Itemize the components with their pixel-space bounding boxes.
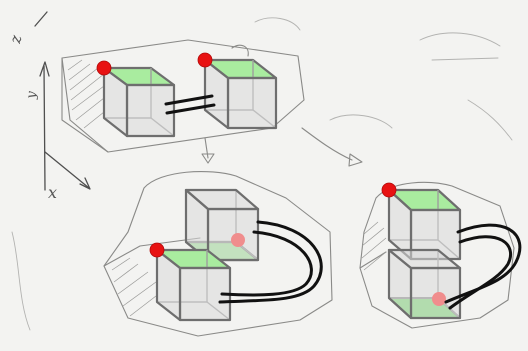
- bottom-left-double-link: [218, 220, 323, 304]
- z-axis-label: z: [6, 34, 25, 46]
- bottom-right-hatching: [361, 221, 387, 271]
- top-platform-outline: [61, 39, 305, 153]
- cube-c-upper: [184, 188, 260, 262]
- y-axis-label: y: [24, 90, 40, 100]
- cube-f-top-face: [387, 248, 462, 270]
- coordinate-axes: z y x: [6, 11, 91, 202]
- bottom-left-platform-outline: [103, 170, 333, 337]
- cube-b: [197, 52, 278, 130]
- cube-b-side-face: [203, 58, 230, 130]
- cube-d-corner-marker: [149, 242, 165, 258]
- cube-b-corner-marker: [197, 52, 213, 68]
- top-scene: [61, 39, 305, 153]
- cube-c-top-face: [184, 188, 260, 211]
- y-axis-line: [43, 65, 46, 191]
- background-scribbles: [11, 17, 513, 331]
- bottom-left-scene: [103, 170, 333, 337]
- top-platform-edge: [61, 57, 109, 153]
- cube-d-side-face: [155, 248, 182, 322]
- top-double-link: [164, 94, 216, 115]
- arrow-right-stem: [301, 127, 353, 161]
- bottom-right-scene: [359, 181, 522, 329]
- x-axis-label: x: [48, 183, 57, 202]
- arrow-down-head: [201, 153, 215, 164]
- top-platform-hatching: [67, 59, 105, 129]
- cube-a-side-face: [102, 66, 129, 138]
- x-axis-arrowhead: [79, 177, 91, 190]
- transition-arrows: [201, 127, 363, 167]
- bottom-right-platform-edge: [359, 251, 387, 269]
- top-scribble-arc: [231, 44, 249, 57]
- x-axis-line: [44, 151, 90, 189]
- cube-c-hidden-corner-marker: [231, 233, 245, 247]
- cube-d-lower: [149, 242, 232, 322]
- cube-f-hidden-corner-marker: [432, 292, 446, 306]
- cube-a-corner-marker: [96, 60, 112, 76]
- bottom-left-platform-edge: [103, 237, 201, 267]
- cube-f-bottom: [387, 248, 462, 320]
- bottom-left-hatching: [111, 257, 157, 317]
- cube-a-front-face: [125, 83, 176, 138]
- cube-a: [96, 60, 176, 138]
- z-axis-tick: [34, 11, 48, 27]
- cube-b-front-face: [226, 76, 278, 130]
- arrow-down-stem: [204, 137, 209, 159]
- y-axis-arrowhead: [39, 61, 50, 77]
- cube-e-corner-marker: [381, 182, 397, 198]
- cube-c-front-face: [206, 207, 260, 262]
- cube-e-top: [381, 182, 462, 261]
- arrow-right-head: [348, 153, 363, 167]
- bottom-right-double-link: [444, 223, 522, 310]
